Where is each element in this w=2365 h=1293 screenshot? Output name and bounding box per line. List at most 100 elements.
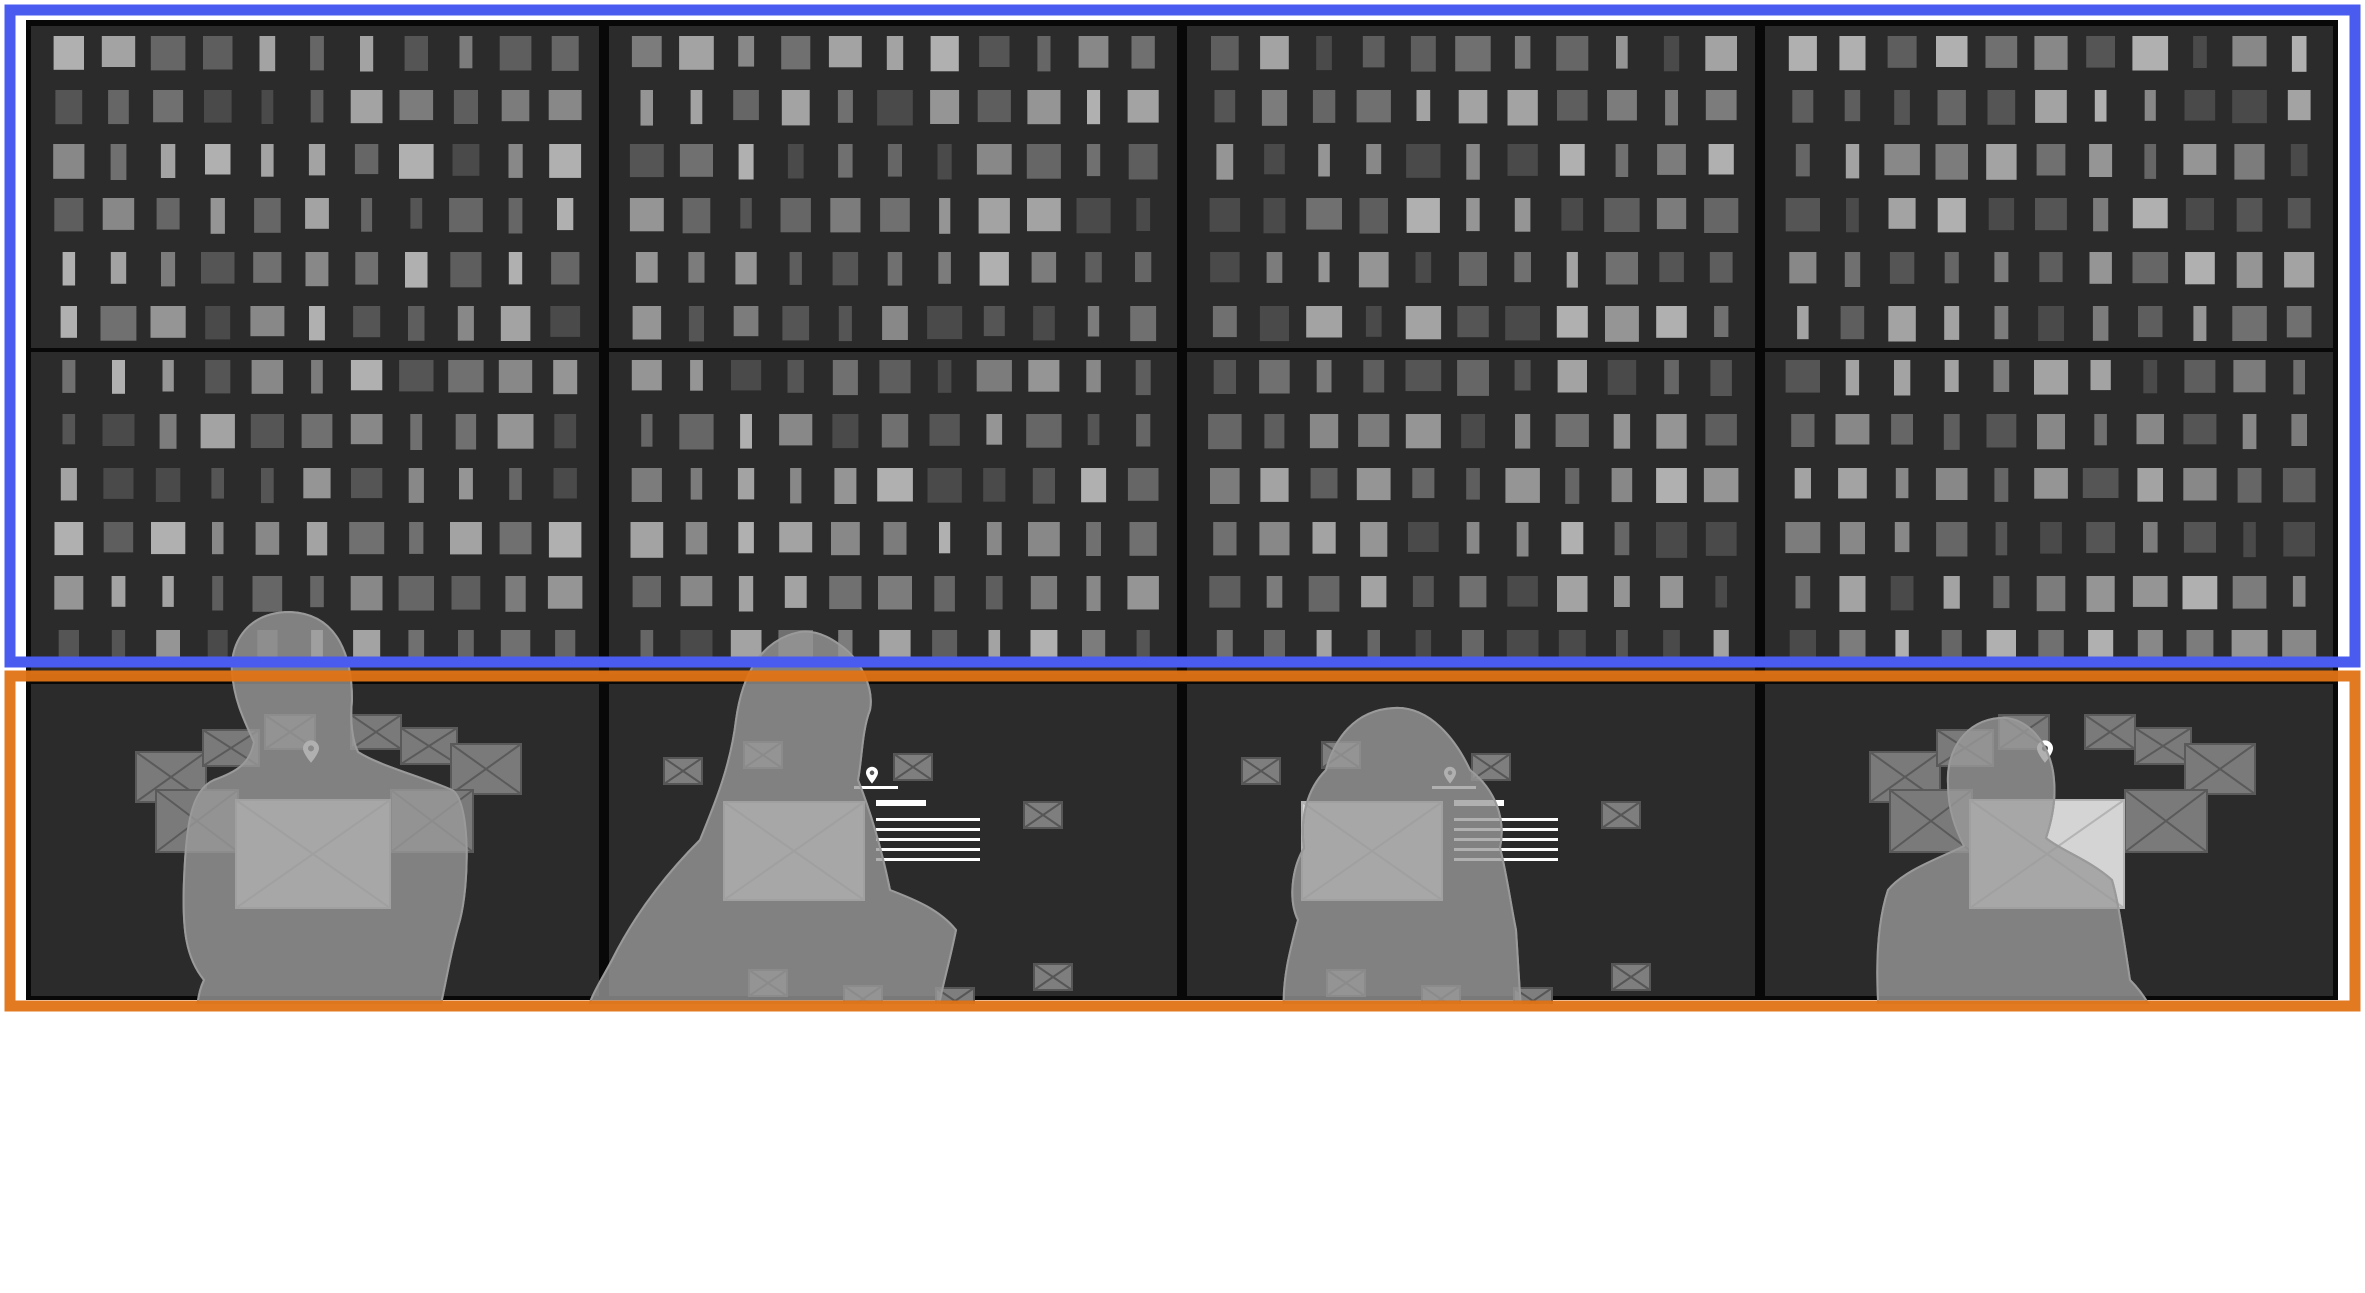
ambient-tile bbox=[157, 198, 180, 230]
ambient-tile bbox=[740, 198, 752, 229]
ambient-tile bbox=[884, 522, 907, 555]
ambient-tile bbox=[833, 360, 858, 395]
cluster-thumbnail bbox=[2185, 744, 2255, 794]
ambient-tile bbox=[408, 306, 425, 341]
ambient-tile bbox=[1657, 198, 1686, 229]
ambient-tile bbox=[733, 90, 759, 120]
ambient-tile bbox=[1986, 144, 2016, 180]
ambient-tile bbox=[261, 468, 274, 503]
ambient-tile bbox=[162, 576, 173, 607]
ambient-tile bbox=[2233, 360, 2265, 392]
ambient-tile bbox=[256, 522, 280, 555]
ambient-tile bbox=[1033, 306, 1055, 340]
ambient-tile bbox=[410, 198, 422, 229]
ambient-tile bbox=[1706, 90, 1737, 120]
ambient-tile bbox=[1894, 90, 1910, 125]
scatter-thumbnail bbox=[1602, 802, 1640, 828]
ambient-tile bbox=[689, 306, 704, 341]
ambient-tile bbox=[1136, 198, 1150, 231]
ambient-tile bbox=[2040, 522, 2062, 554]
ambient-tile bbox=[1088, 414, 1100, 445]
ambient-tile bbox=[303, 468, 330, 498]
ambient-tile bbox=[680, 144, 713, 177]
ambient-tile bbox=[1027, 90, 1060, 124]
ambient-tile bbox=[550, 306, 580, 337]
ambient-tile bbox=[211, 468, 224, 499]
ambient-tile bbox=[2232, 306, 2267, 341]
ambient-tile bbox=[1515, 198, 1531, 232]
ambient-tile bbox=[104, 522, 134, 552]
ambient-tile bbox=[1986, 36, 2018, 68]
ambient-tile bbox=[351, 90, 383, 123]
ambient-tile bbox=[1027, 198, 1061, 231]
upper-screen bbox=[1765, 26, 2333, 348]
ambient-tile bbox=[1037, 36, 1050, 71]
ambient-tile bbox=[2145, 90, 2156, 121]
ambient-tile bbox=[212, 522, 224, 554]
ambient-tile bbox=[829, 36, 862, 67]
ambient-tile bbox=[888, 252, 903, 286]
ambient-tile bbox=[1087, 576, 1101, 611]
ambient-tile bbox=[740, 414, 752, 449]
ambient-tile bbox=[1936, 144, 1969, 180]
scatter-thumbnail bbox=[894, 754, 932, 780]
ambient-tile bbox=[632, 360, 662, 390]
ambient-tile bbox=[351, 576, 383, 610]
ambient-tile bbox=[456, 414, 476, 450]
ambient-tile bbox=[63, 252, 76, 286]
ambient-tile bbox=[979, 198, 1010, 234]
ambient-tile bbox=[1461, 414, 1485, 448]
ambient-tile bbox=[986, 414, 1002, 445]
ambient-tile bbox=[501, 306, 531, 341]
ambient-tile bbox=[2094, 414, 2107, 445]
ambient-tile bbox=[939, 198, 950, 234]
ambient-tile bbox=[1313, 90, 1335, 123]
ambient-tile bbox=[1466, 144, 1480, 180]
ambient-tile bbox=[633, 576, 661, 607]
ambient-tile bbox=[1077, 198, 1111, 233]
ambient-tile bbox=[1608, 360, 1637, 395]
ambient-tile bbox=[887, 36, 903, 70]
ambient-tile bbox=[738, 36, 754, 67]
ambient-tile bbox=[55, 90, 82, 124]
ambient-tile bbox=[502, 90, 530, 121]
ambient-tile bbox=[934, 576, 955, 612]
ambient-tile bbox=[832, 414, 858, 448]
ambient-tile bbox=[2183, 414, 2216, 444]
ambient-tile bbox=[509, 198, 523, 234]
ambient-tile bbox=[2237, 198, 2263, 232]
ambient-tile bbox=[500, 522, 532, 554]
cluster-thumbnail bbox=[2135, 728, 2191, 764]
ambient-tile bbox=[262, 90, 274, 124]
ambient-tile bbox=[1988, 90, 2016, 125]
ambient-tile bbox=[1028, 360, 1059, 392]
ambient-tile bbox=[205, 144, 231, 175]
ambient-tile bbox=[351, 360, 382, 390]
ambient-tile bbox=[834, 468, 856, 504]
ambient-tile bbox=[103, 198, 135, 230]
ambient-tile bbox=[731, 630, 762, 660]
ambient-tile bbox=[351, 468, 382, 498]
ambient-tile bbox=[2185, 252, 2215, 284]
ambient-tile bbox=[500, 36, 532, 71]
ambient-tile bbox=[632, 36, 662, 67]
ambient-tile bbox=[2287, 306, 2312, 337]
ambient-tile bbox=[1665, 90, 1678, 125]
ambient-tile bbox=[548, 576, 583, 609]
ambient-tile bbox=[2186, 198, 2214, 230]
ambient-tile bbox=[351, 414, 383, 444]
upper-screen bbox=[1187, 26, 1755, 348]
ambient-tile bbox=[151, 522, 185, 554]
ambient-tile bbox=[309, 306, 325, 340]
ambient-tile bbox=[2291, 414, 2307, 446]
ambient-tile bbox=[2090, 252, 2112, 284]
ambient-tile bbox=[1508, 90, 1538, 126]
ambient-tile bbox=[734, 306, 759, 336]
ambient-tile bbox=[2243, 414, 2257, 449]
ambient-tile bbox=[1704, 468, 1739, 502]
ambient-tile bbox=[1363, 360, 1384, 393]
ambient-tile bbox=[1890, 252, 1914, 284]
ambient-tile bbox=[1664, 360, 1679, 394]
ambient-tile bbox=[1130, 306, 1156, 341]
ambient-tile bbox=[2089, 144, 2112, 177]
